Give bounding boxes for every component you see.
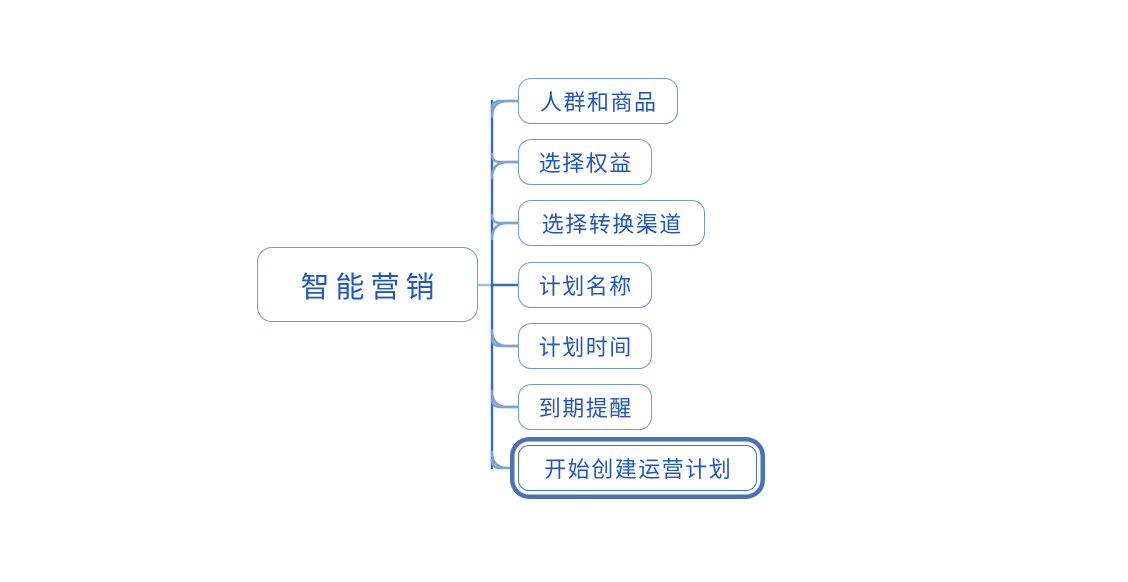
child-node-label: 选择转换渠道 [541, 212, 683, 237]
root-node[interactable]: 智能营销 [257, 247, 478, 322]
root-node-label: 智能营销 [300, 271, 441, 304]
child-node-label: 选择权益 [538, 151, 633, 176]
child-node-label: 人群和商品 [539, 90, 658, 115]
child-node[interactable]: 到期提醒 [518, 384, 652, 430]
child-node[interactable]: 选择转换渠道 [518, 200, 705, 246]
child-node-label: 计划时间 [538, 335, 633, 360]
child-node-label: 计划名称 [538, 274, 633, 299]
child-node-selected[interactable]: 开始创建运营计划 [518, 445, 757, 491]
child-node[interactable]: 计划时间 [518, 323, 652, 369]
child-node[interactable]: 选择权益 [518, 139, 652, 185]
child-node-label: 开始创建运营计划 [544, 457, 733, 482]
child-node[interactable]: 计划名称 [518, 262, 652, 308]
child-node[interactable]: 人群和商品 [518, 78, 678, 124]
child-node-label: 到期提醒 [538, 396, 633, 421]
